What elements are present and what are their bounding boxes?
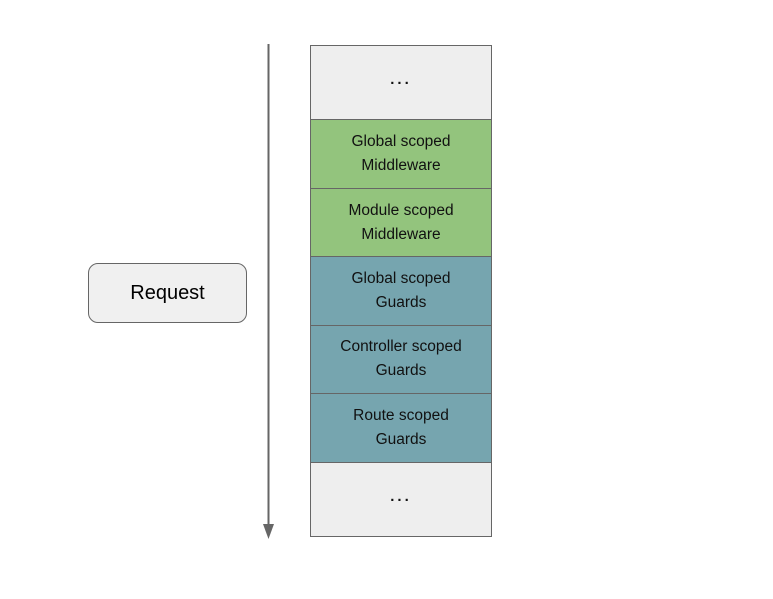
- stack-row-route-guards: Route scoped Guards: [311, 394, 491, 463]
- stack-row-module-middleware: Module scoped Middleware: [311, 188, 491, 258]
- request-label: Request: [130, 282, 205, 304]
- stack-row-ellipsis-bottom: ...: [311, 462, 491, 536]
- stack-row-global-middleware: Global scoped Middleware: [311, 120, 491, 189]
- stack-row-ellipsis-top: ...: [311, 46, 491, 121]
- stack-row-global-guards: Global scoped Guards: [311, 257, 491, 326]
- request-node: Request: [88, 263, 247, 323]
- lifecycle-stack: ... Global scoped Middleware Module scop…: [310, 45, 492, 537]
- stack-row-controller-guards: Controller scoped Guards: [311, 325, 491, 395]
- flow-arrowhead-icon: [263, 524, 274, 539]
